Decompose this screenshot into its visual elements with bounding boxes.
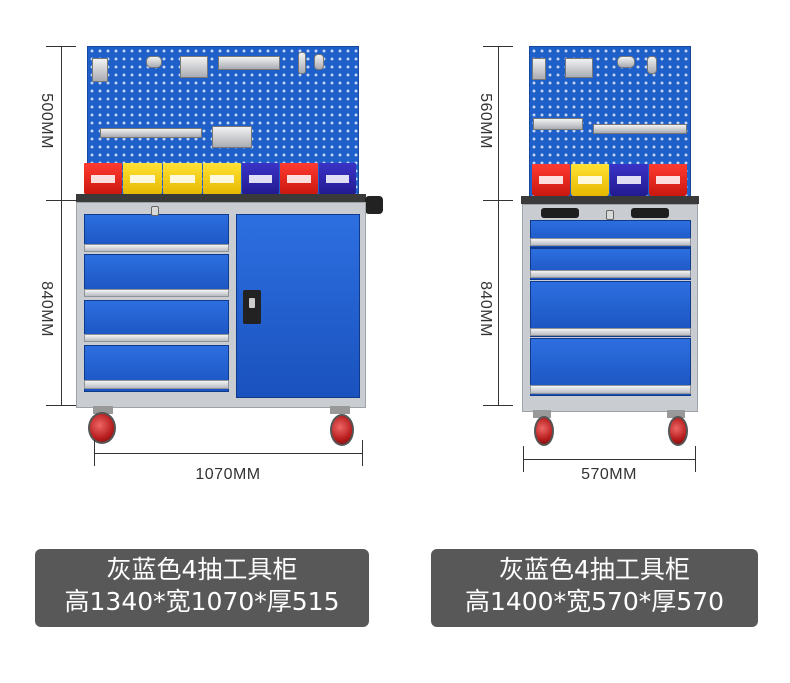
right-dimension-tick-mid [483, 200, 513, 201]
left-door-keyhole-icon [249, 298, 255, 308]
right-parts-bin-yellow [571, 164, 609, 196]
right-drawer-3 [530, 281, 691, 337]
left-drawer-handle [84, 289, 229, 297]
left-drawer-lock-icon [151, 206, 159, 216]
right-product-caption: 灰蓝色4抽工具柜 高1400*宽570*厚570 [431, 549, 758, 627]
left-width-label: 1070MM [195, 466, 261, 483]
right-width-label: 570MM [581, 466, 637, 483]
left-hook-icon [298, 52, 306, 74]
right-hook-icon [617, 56, 635, 68]
right-drawer-handle [530, 238, 691, 246]
right-height-bottom-label: 840MM [477, 281, 494, 337]
left-caster-mount [93, 406, 113, 414]
right-top-handle-icon [631, 208, 669, 218]
left-width-tick-right [362, 440, 363, 466]
left-dimension-tick-top [46, 46, 76, 47]
right-cabinet-product: 560MM 840MM 570MM 灰蓝色4抽工具柜 高1400*宽570*厚5… [395, 0, 790, 683]
left-drawer-handle [84, 380, 229, 389]
right-hook-icon [532, 58, 546, 80]
right-width-tick-left [523, 446, 524, 472]
right-caption-dimensions: 高1400*宽570*厚570 [464, 587, 725, 616]
left-parts-bin-red [84, 163, 122, 195]
left-dimension-tick-mid [46, 200, 76, 201]
right-parts-bin-purple [610, 164, 648, 196]
right-dimension-tick-top [483, 46, 513, 47]
left-drawer-handle [84, 244, 229, 252]
left-height-dimension-line [61, 46, 62, 405]
right-drawer-handle [530, 328, 691, 336]
right-tool-rack-icon [593, 124, 687, 134]
left-width-tick-left [94, 440, 95, 466]
left-wheel-icon [88, 412, 116, 444]
right-top-handle-icon [541, 208, 579, 218]
left-hook-icon [314, 54, 324, 70]
left-side-handle [365, 196, 383, 214]
left-caster-mount [330, 406, 350, 414]
left-tool-rack-icon [100, 128, 202, 138]
right-tool-rack-icon [533, 118, 583, 130]
right-cabinet-top [521, 196, 699, 204]
left-tool-holder-icon [180, 56, 208, 78]
left-wheel-icon [330, 414, 354, 446]
left-tool-rack-icon [218, 56, 280, 70]
right-hook-icon [647, 56, 657, 74]
right-width-dimension-line [523, 459, 695, 460]
right-wheel-icon [668, 416, 688, 446]
right-height-dimension-line [498, 46, 499, 405]
right-caster-mount [533, 410, 551, 418]
left-hook-icon [92, 58, 108, 82]
left-cabinet-product: 500MM 840MM 1070MM 灰蓝色4抽工具柜 [35, 46, 383, 627]
left-dimension-tick-bottom [46, 405, 76, 406]
right-tool-holder-icon [565, 58, 593, 78]
left-height-top-label: 500MM [38, 93, 55, 149]
right-parts-bin-red [532, 164, 570, 196]
left-hook-icon [146, 56, 162, 68]
right-caster-mount [667, 410, 685, 418]
right-caption-title: 灰蓝色4抽工具柜 [499, 555, 690, 584]
right-parts-bin-red [649, 164, 687, 196]
left-caption-dimensions: 高1340*宽1070*厚515 [64, 587, 340, 616]
left-tool-holder-icon [212, 126, 252, 148]
right-height-top-label: 560MM [477, 93, 494, 149]
left-width-dimension-line [94, 453, 362, 454]
left-cabinet-top [76, 194, 366, 202]
left-parts-bin-purple [319, 163, 356, 195]
left-parts-bin-yellow [123, 163, 162, 195]
left-caption-title: 灰蓝色4抽工具柜 [106, 555, 298, 584]
right-width-tick-right [695, 446, 696, 472]
left-product-caption: 灰蓝色4抽工具柜 高1340*宽1070*厚515 [35, 549, 369, 627]
right-drawer-lock-icon [606, 210, 614, 220]
left-parts-bin-purple [242, 163, 279, 195]
left-height-bottom-label: 840MM [38, 281, 55, 337]
left-parts-bin-yellow [203, 163, 241, 195]
right-drawer-handle [530, 270, 691, 278]
left-parts-bin-yellow [163, 163, 202, 195]
left-parts-bin-red [280, 163, 318, 195]
right-wheel-icon [534, 416, 554, 446]
right-dimension-tick-bottom [483, 405, 513, 406]
right-drawer-handle [530, 385, 691, 394]
left-drawer-handle [84, 334, 229, 342]
